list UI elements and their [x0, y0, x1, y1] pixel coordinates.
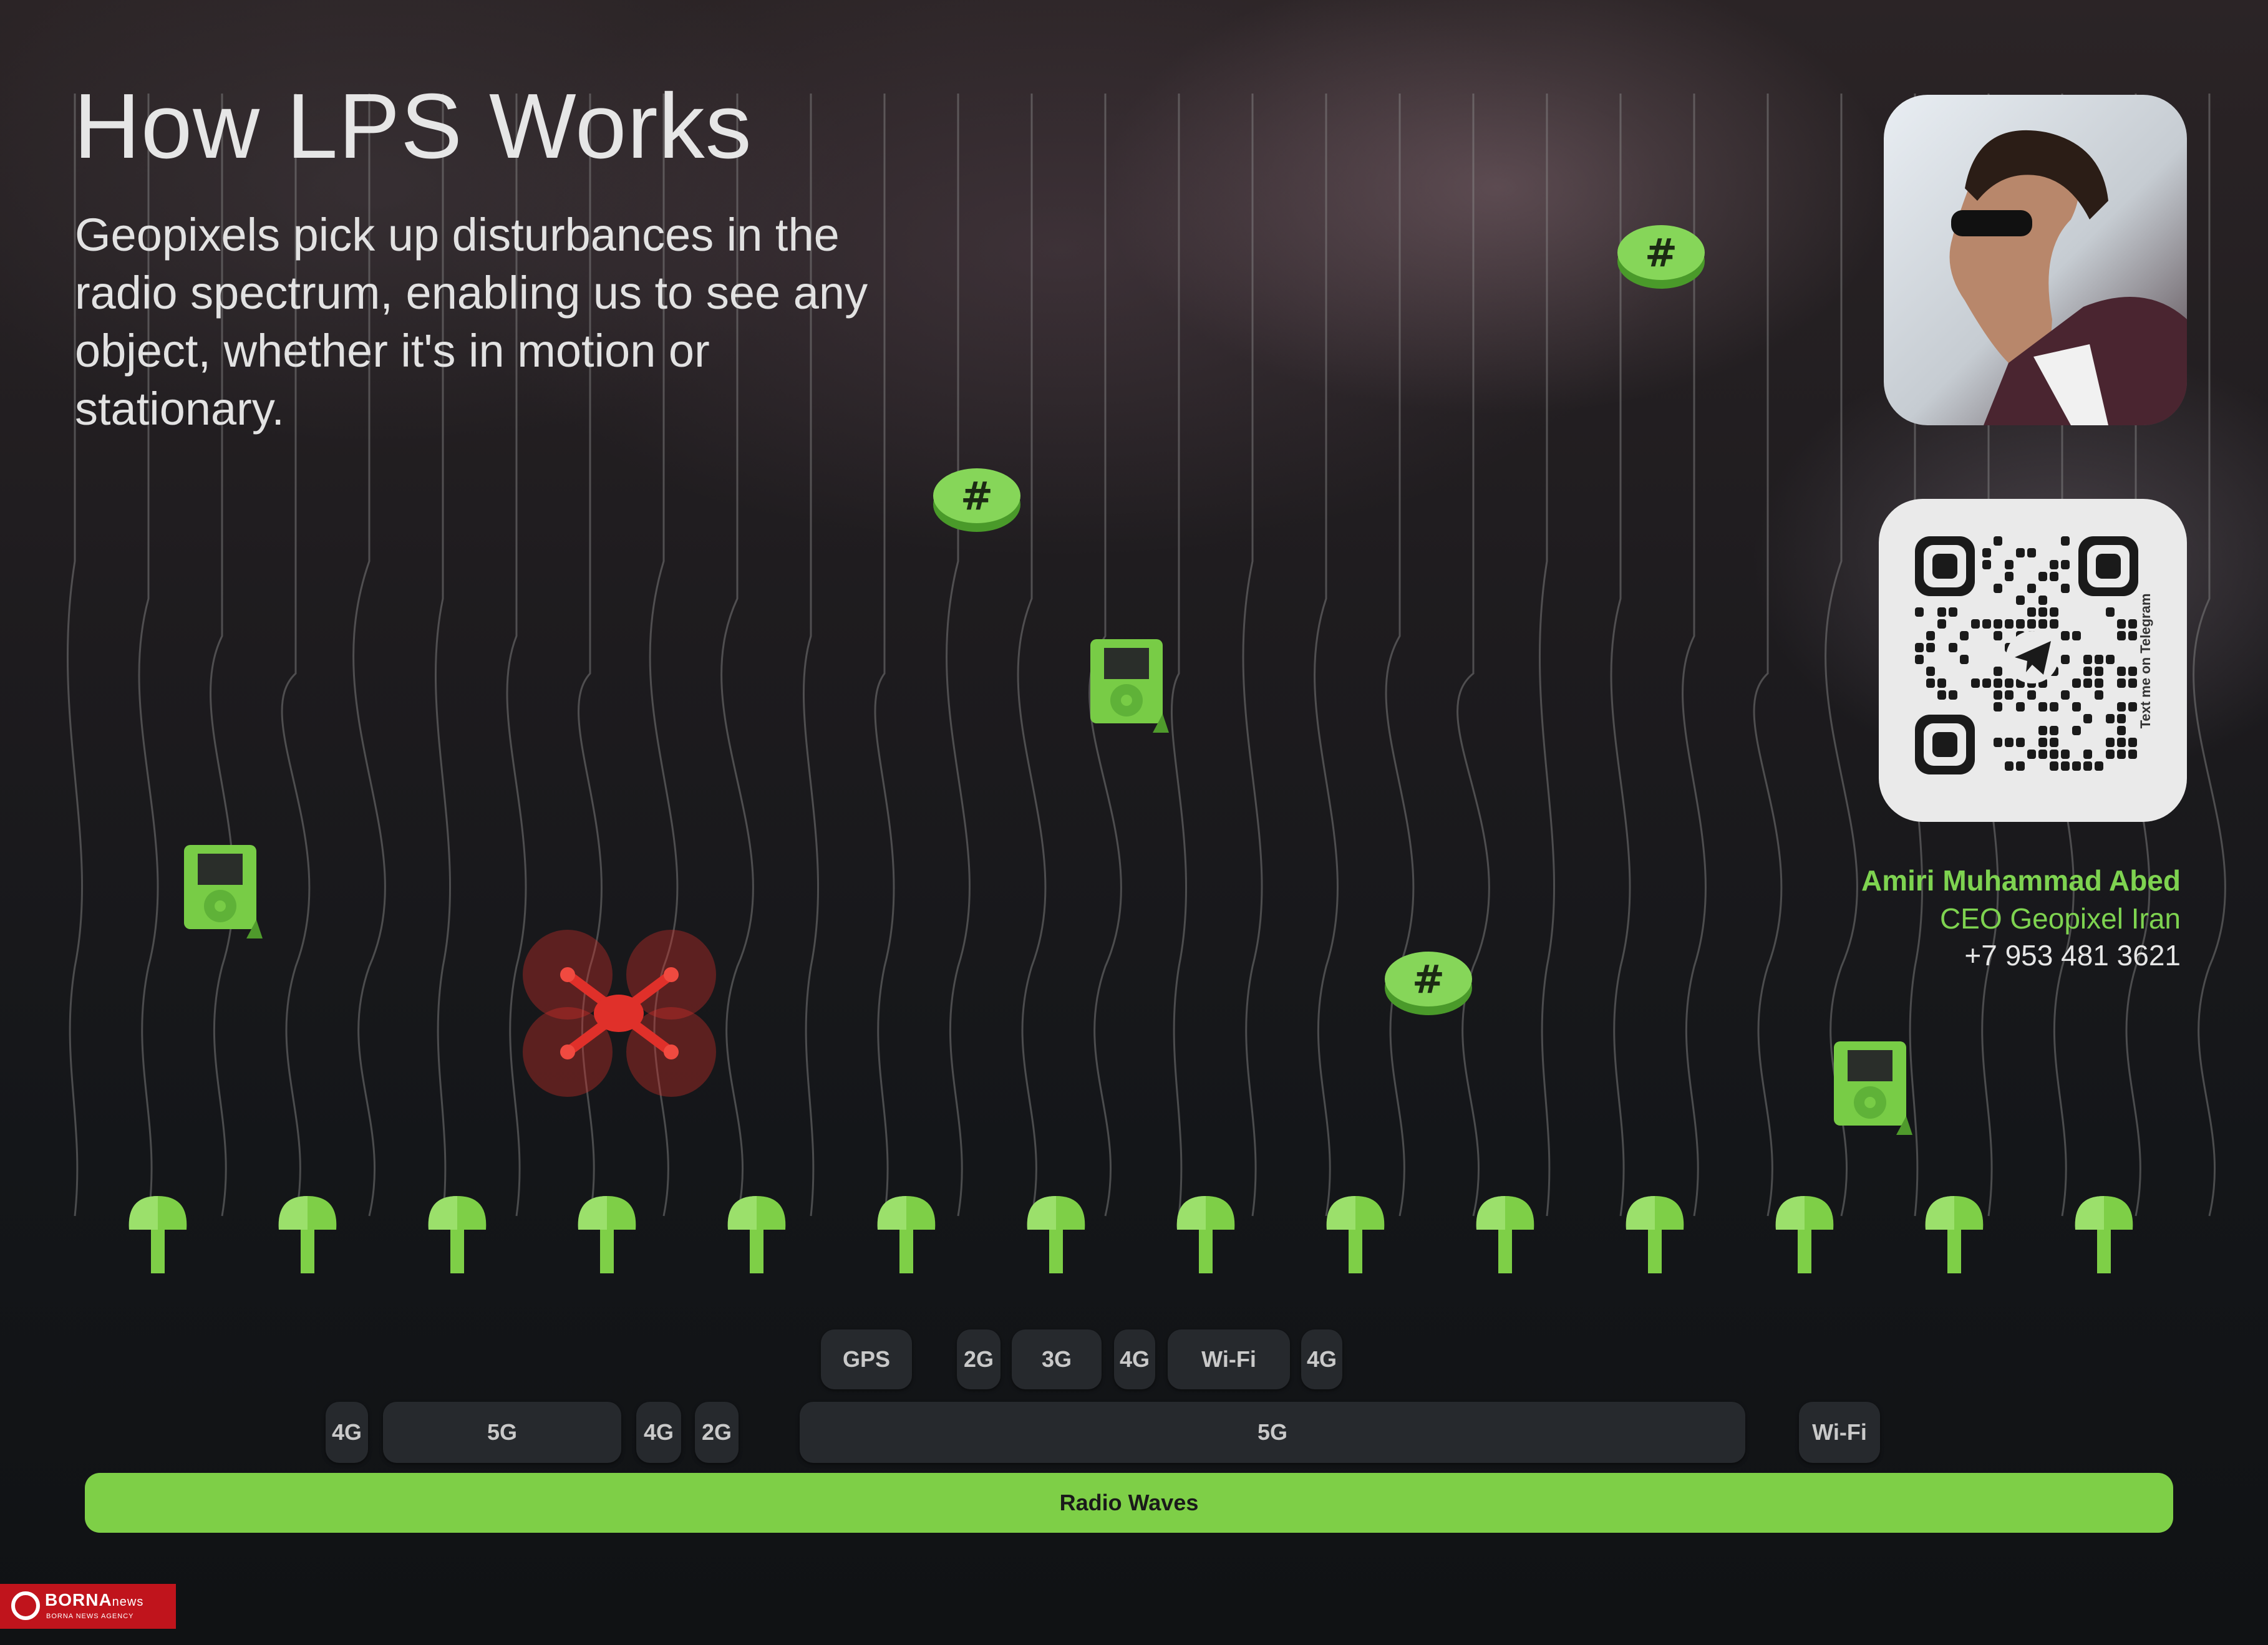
band-gps: GPS [821, 1329, 912, 1389]
geopixel-mushroom-icon [1027, 1196, 1085, 1273]
hashtag-coin-icon: # [1385, 952, 1472, 1015]
hashtag-coin-icon: # [933, 468, 1020, 532]
radio-waves-bar: Radio Waves [85, 1473, 2173, 1533]
svg-text:#: # [1645, 230, 1677, 276]
radio-wave-line [138, 94, 159, 1217]
radio-wave-line [67, 94, 83, 1217]
geopixel-mushroom-icon [1176, 1196, 1235, 1273]
geopixel-mushroom-icon [727, 1196, 786, 1273]
band-wifi: Wi-Fi [1168, 1329, 1290, 1389]
geopixel-mushroom-icon [1476, 1196, 1534, 1273]
geopixel-mushroom-icon [128, 1196, 187, 1273]
radio-wave-line [1088, 94, 1122, 1217]
radio-wave-line [720, 94, 754, 1217]
watermark-name-suffix: news [112, 1595, 144, 1609]
music-player-icon [184, 845, 263, 938]
radio-wave-line [1753, 94, 1783, 1217]
radio-wave-line [1385, 94, 1415, 1217]
telegram-icon [2015, 641, 2051, 675]
svg-text:#: # [1412, 957, 1445, 1002]
band-5g: 5G [383, 1402, 621, 1463]
band-3g: 3G [1012, 1329, 1102, 1389]
wave-lines [67, 94, 2226, 1217]
geopixel-mushroom-icon [578, 1196, 636, 1273]
geopixel-mushroom-icon [1326, 1196, 1385, 1273]
radio-wave-line [352, 94, 386, 1217]
contact-name: Amiri Muhammad Abed [1861, 864, 2181, 897]
poster-title: How LPS Works [74, 75, 752, 178]
geopixel-mushroom-icon [1775, 1196, 1834, 1273]
radio-wave-line [1314, 94, 1339, 1217]
radio-wave-line [1017, 94, 1047, 1217]
radio-wave-line [281, 94, 311, 1217]
drone-icon [523, 930, 716, 1097]
radio-wave-line [946, 94, 971, 1217]
poster-description: Geopixels pick up disturbances in the ra… [75, 209, 868, 435]
radio-wave-line [2193, 94, 2226, 1217]
geopixel-mushroom-icon [1925, 1196, 1984, 1273]
radio-wave-line [649, 94, 679, 1217]
geopixel-sensors [128, 1196, 2133, 1273]
band-4g: 4G [636, 1402, 681, 1463]
watermark-agency: BORNA NEWS AGENCY [46, 1613, 134, 1620]
borna-logo-icon [11, 1591, 40, 1620]
band-4g: 4G [1301, 1329, 1342, 1389]
watermark-badge: BORNAnews BORNA NEWS AGENCY [0, 1584, 176, 1629]
radio-wave-line [1610, 94, 1631, 1217]
radio-wave-line [1539, 94, 1555, 1217]
radio-wave-line [802, 94, 820, 1217]
contact-phone: +7 953 481 3621 [1964, 939, 2181, 972]
geopixel-mushroom-icon [278, 1196, 337, 1273]
radio-wave-line [1170, 94, 1188, 1217]
radio-wave-line [1682, 94, 1707, 1217]
radio-wave-line [874, 94, 895, 1217]
svg-text:#: # [961, 473, 993, 519]
geopixel-mushroom-icon [1626, 1196, 1684, 1273]
band-5g: 5G [800, 1402, 1745, 1463]
contact-role: CEO Geopixel Iran [1939, 902, 2181, 935]
geopixel-mushroom-icon [2075, 1196, 2133, 1273]
band-wifi: Wi-Fi [1799, 1402, 1880, 1463]
hashtag-coin-icon: # [1617, 225, 1705, 289]
band-2g: 2G [957, 1329, 1001, 1389]
radio-wave-line [210, 94, 235, 1217]
radio-wave-line [1456, 94, 1490, 1217]
music-player-icon [1090, 639, 1169, 733]
radio-wave-line [434, 94, 452, 1217]
radio-wave-line [1242, 94, 1263, 1217]
qr-caption: Text me on Telegram [2138, 593, 2153, 729]
band-2g: 2G [695, 1402, 739, 1463]
band-4g: 4G [1114, 1329, 1155, 1389]
radio-wave-line [506, 94, 527, 1217]
qr-code-icon [1915, 536, 2138, 774]
telegram-qr-card[interactable] [1879, 499, 2187, 822]
geopixel-mushroom-icon [877, 1196, 936, 1273]
band-4g: 4G [326, 1402, 368, 1463]
geopixel-mushroom-icon [428, 1196, 487, 1273]
radio-wave-line [578, 94, 603, 1217]
music-player-icon [1834, 1041, 1912, 1135]
watermark-name: BORNA [45, 1590, 112, 1609]
presenter-photo [1884, 95, 2187, 425]
